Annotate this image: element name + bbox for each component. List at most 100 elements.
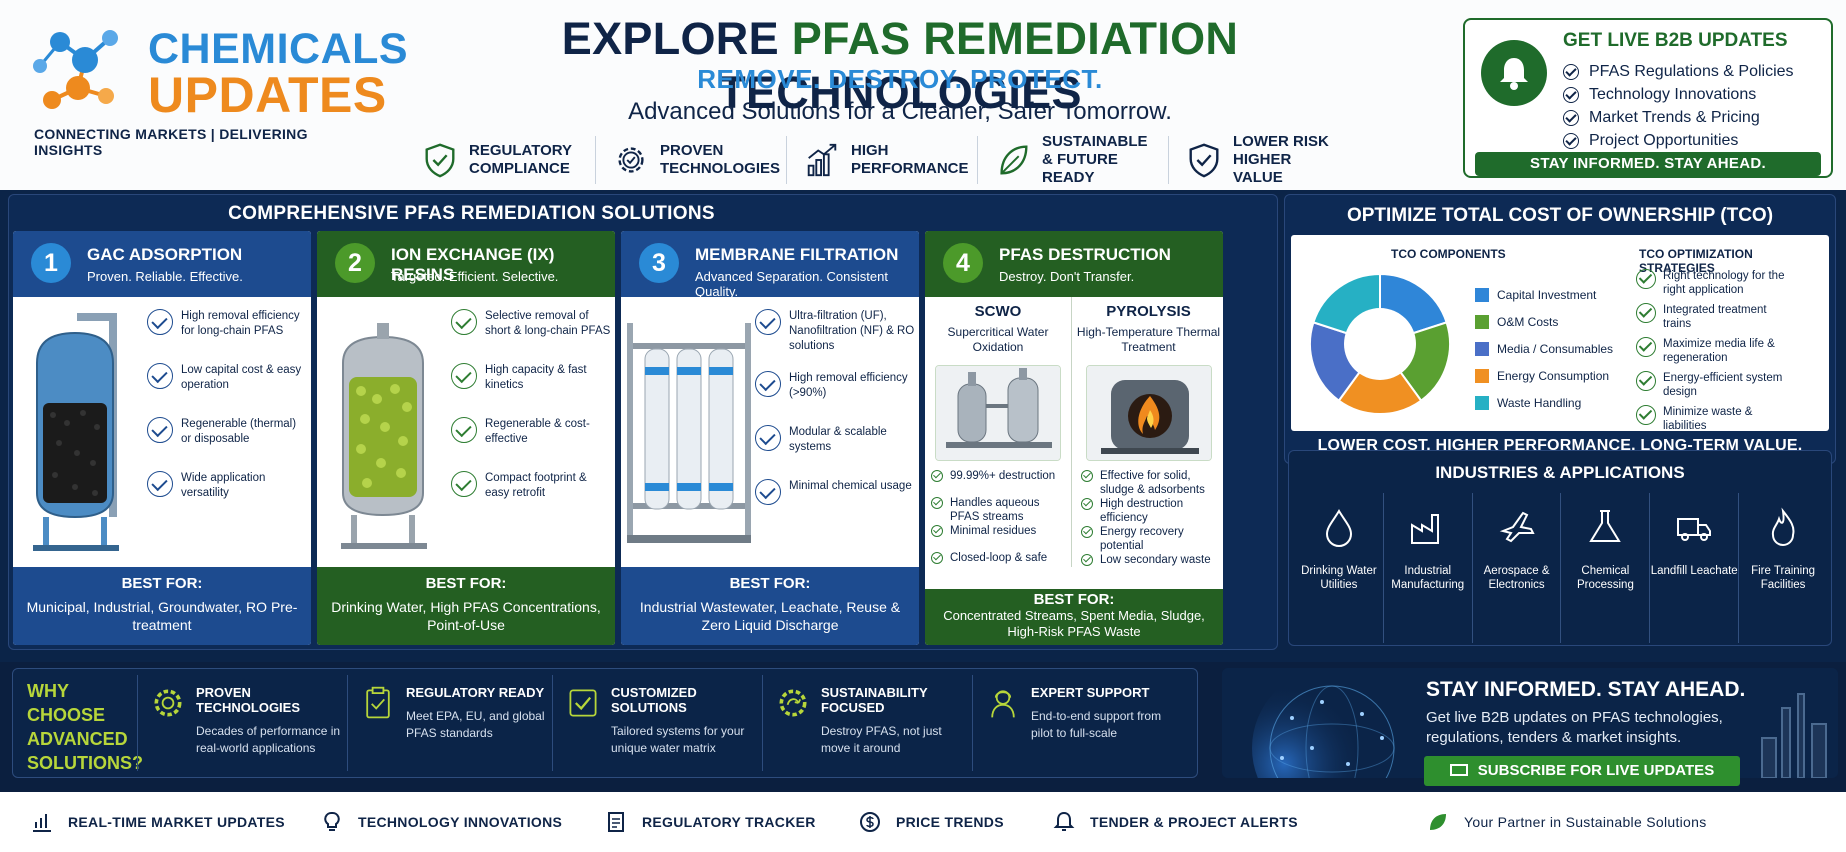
subscribe-button[interactable]: SUBSCRIBE FOR LIVE UPDATES — [1424, 756, 1740, 786]
industries-row: Drinking Water Utilities Industrial Manu… — [1295, 493, 1827, 643]
strategy-item: Maximize media life & regeneration — [1636, 337, 1793, 371]
industry-fire-training[interactable]: Fire Training Facilities — [1739, 493, 1827, 643]
lightbulb-icon — [324, 811, 340, 831]
footer-market-updates[interactable]: REAL-TIME MARKET UPDATES — [30, 810, 285, 834]
industry-manufacturing[interactable]: Industrial Manufacturing — [1384, 493, 1473, 643]
badge-lower-risk: LOWER RISK HIGHER VALUE — [1169, 133, 1359, 186]
feature-list: Ultra-filtration (UF), Nanofiltration (N… — [755, 309, 915, 533]
tco-legend: Capital Investment O&M Costs Media / Con… — [1475, 281, 1613, 416]
strategy-item: Energy-efficient system design — [1636, 371, 1793, 405]
footer-regulatory-tracker[interactable]: REGULATORY TRACKER — [604, 810, 816, 834]
industry-landfill[interactable]: Landfill Leachate — [1650, 493, 1740, 643]
industry-aerospace[interactable]: Aerospace & Electronics — [1473, 493, 1562, 643]
feature-icon — [755, 479, 781, 505]
list-item: Minimal residues — [931, 524, 1071, 551]
support-person-icon — [991, 690, 1015, 718]
check-icon — [1563, 86, 1579, 103]
leaf-icon — [1430, 814, 1446, 830]
tco-strategies: Right technology for the right applicati… — [1636, 269, 1793, 439]
card-number: 3 — [639, 243, 679, 283]
card-header: 1 GAC ADSORPTION Proven. Reliable. Effec… — [13, 231, 311, 297]
check-icon — [1081, 554, 1093, 566]
pyrolysis-column: PYROLYSIS High-Temperature Thermal Treat… — [1075, 297, 1222, 567]
list-item: 99.99%+ destruction — [931, 469, 1071, 496]
bar-chart-icon — [33, 814, 51, 832]
list-item: Energy recovery potential — [1081, 525, 1222, 553]
check-icon — [1636, 303, 1656, 323]
check-icon — [1563, 109, 1579, 126]
feature-item: High capacity & fast kinetics — [451, 363, 611, 417]
stay-informed-bar[interactable]: STAY INFORMED. STAY AHEAD. — [1475, 152, 1821, 176]
live-updates-box: GET LIVE B2B UPDATES PFAS Regulations & … — [1463, 18, 1833, 178]
card-header: 3 MEMBRANE FILTRATION Advanced Separatio… — [621, 231, 919, 299]
list-item: Handles aqueous PFAS streams — [931, 496, 1071, 524]
feature-icon — [755, 371, 781, 397]
card-tagline: Destroy. Don't Transfer. — [999, 269, 1135, 284]
industries-panel: INDUSTRIES & APPLICATIONS Drinking Water… — [1288, 450, 1832, 646]
card-membrane-filtration[interactable]: 3 MEMBRANE FILTRATION Advanced Separatio… — [621, 231, 919, 645]
solutions-title: COMPREHENSIVE PFAS REMEDIATION SOLUTIONS — [228, 203, 715, 224]
feature-icon — [147, 417, 173, 443]
document-icon — [608, 812, 624, 832]
feature-item: Minimal chemical usage — [755, 479, 915, 533]
legend-item: Capital Investment — [1475, 281, 1613, 308]
industry-chemical[interactable]: Chemical Processing — [1561, 493, 1651, 643]
legend-swatch — [1475, 368, 1489, 383]
feature-icon — [451, 417, 477, 443]
airplane-icon — [1499, 511, 1535, 543]
gac-vessel-image — [33, 313, 119, 551]
list-item: PFAS Regulations & Policies — [1563, 60, 1794, 83]
check-icon — [1081, 498, 1093, 510]
card-ion-exchange[interactable]: 2 ION EXCHANGE (IX) RESINS Targeted. Eff… — [317, 231, 615, 645]
card-gac-adsorption[interactable]: 1 GAC ADSORPTION Proven. Reliable. Effec… — [13, 231, 311, 645]
chart-up-icon — [807, 143, 837, 177]
list-item: Market Trends & Pricing — [1563, 106, 1794, 129]
brand-logo[interactable]: CHEMICALS UPDATES CONNECTING MARKETS | D… — [30, 22, 408, 158]
check-icon — [1636, 371, 1656, 391]
industry-drinking-water[interactable]: Drinking Water Utilities — [1295, 493, 1384, 643]
check-icon — [931, 552, 943, 564]
molecule-logo-icon — [33, 30, 118, 109]
pyrolysis-list: Effective for solid, sludge & adsorbents… — [1081, 469, 1222, 580]
footer-tender-alerts[interactable]: TENDER & PROJECT ALERTS — [1052, 810, 1298, 834]
scwo-column: SCWO Supercritical Water Oxidation 99.99… — [925, 297, 1072, 567]
card-pfas-destruction[interactable]: 4 PFAS DESTRUCTION Destroy. Don't Transf… — [925, 231, 1223, 645]
legend-swatch — [1475, 341, 1489, 356]
legend-item: Waste Handling — [1475, 389, 1613, 416]
strategy-item: Right technology for the right applicati… — [1636, 269, 1793, 303]
feature-item: Regenerable & cost-effective — [451, 417, 611, 471]
check-icon — [1636, 269, 1656, 289]
best-for-section: BEST FOR: Drinking Water, High PFAS Conc… — [317, 567, 615, 645]
card-title: PFAS DESTRUCTION — [999, 245, 1171, 264]
leaf-icon — [1000, 145, 1028, 175]
card-number: 1 — [31, 243, 71, 283]
best-for-section: BEST FOR: Industrial Wastewater, Leachat… — [621, 567, 919, 645]
strategy-item: Integrated treatment trains — [1636, 303, 1793, 337]
legend-item: Energy Consumption — [1475, 362, 1613, 389]
list-item: Low secondary waste — [1081, 553, 1222, 580]
feature-icon — [147, 309, 173, 335]
feature-item: High removal efficiency for long-chain P… — [147, 309, 307, 363]
updates-title: GET LIVE B2B UPDATES — [1563, 30, 1788, 51]
check-icon — [1636, 337, 1656, 357]
page-title: EXPLORE PFAS REMEDIATION TECHNOLOGIES — [561, 13, 1239, 118]
legend-swatch — [1475, 287, 1489, 302]
check-icon — [1563, 132, 1579, 149]
card-tagline: Targeted. Efficient. Selective. — [391, 269, 559, 284]
badge-regulatory-compliance: REGULATORY COMPLIANCE — [405, 136, 596, 184]
footer-price-trends[interactable]: PRICE TRENDS — [858, 810, 1004, 834]
card-tagline: Proven. Reliable. Effective. — [87, 269, 243, 284]
feature-item: Selective removal of short & long-chain … — [451, 309, 611, 363]
footer-technology-innovations[interactable]: TECHNOLOGY INNOVATIONS — [320, 810, 562, 834]
bell-icon — [1500, 58, 1528, 90]
badge-proven-technologies: PROVEN TECHNOLOGIES — [596, 136, 787, 184]
card-header: 2 ION EXCHANGE (IX) RESINS Targeted. Eff… — [317, 231, 615, 297]
list-item: High destruction efficiency — [1081, 497, 1222, 525]
feature-list: High removal efficiency for long-chain P… — [147, 309, 307, 525]
shield-check-icon — [425, 143, 455, 178]
feature-item: Modular & scalable systems — [755, 425, 915, 479]
